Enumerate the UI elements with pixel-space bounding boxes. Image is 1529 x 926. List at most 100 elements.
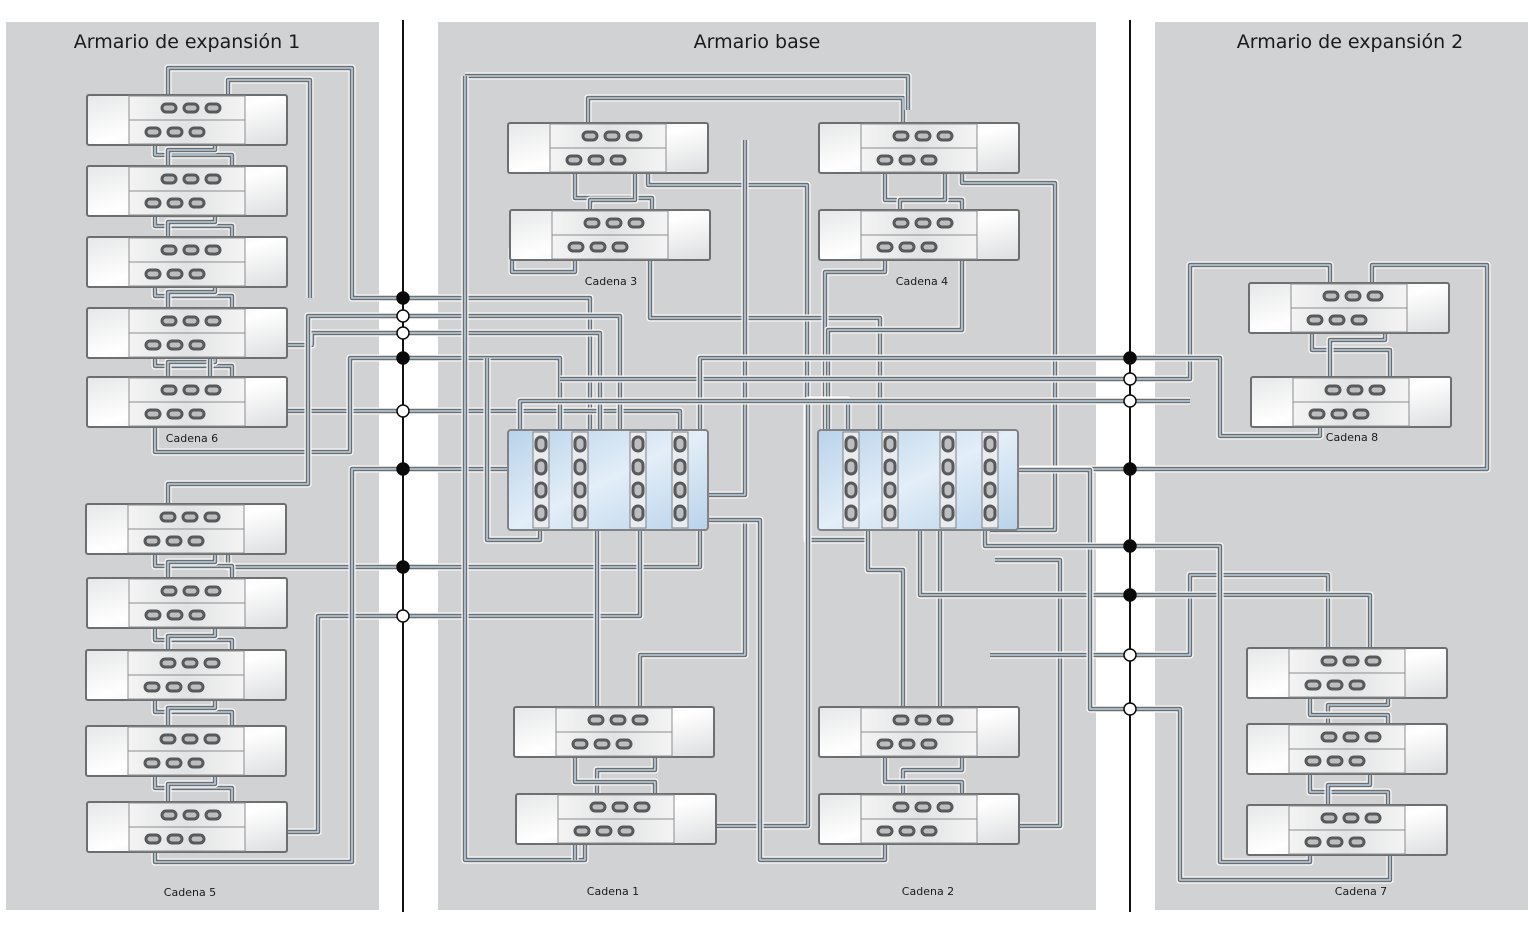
sas-cable xyxy=(995,261,1491,473)
disk-shelf xyxy=(85,503,287,555)
disk-shelf xyxy=(818,706,1020,758)
sas-port xyxy=(914,714,932,726)
hba-port xyxy=(983,481,997,499)
sas-port xyxy=(936,130,954,142)
hba-port xyxy=(631,481,645,499)
disk-shelf xyxy=(1246,804,1448,856)
connector-open xyxy=(396,309,410,323)
sas-port xyxy=(204,809,222,821)
cabinet-title: Armario de expansión 2 xyxy=(1237,31,1464,53)
hba-port xyxy=(673,458,687,476)
sas-port xyxy=(611,801,629,813)
sas-port xyxy=(166,339,184,351)
sas-port xyxy=(892,217,910,229)
sas-port xyxy=(188,408,206,420)
sas-port xyxy=(627,217,645,229)
hba-port xyxy=(534,481,548,499)
hba-port xyxy=(573,458,587,476)
disk-shelf xyxy=(818,122,1020,174)
sas-port xyxy=(187,535,205,547)
sas-port xyxy=(1342,655,1360,667)
hba-port xyxy=(941,458,955,476)
sas-port xyxy=(920,241,938,253)
sas-port xyxy=(920,154,938,166)
sas-port xyxy=(159,511,177,523)
hba-port xyxy=(844,458,858,476)
sas-port xyxy=(1320,731,1338,743)
sas-port xyxy=(188,197,206,209)
sas-port xyxy=(1342,812,1360,824)
sas-port xyxy=(567,241,585,253)
chain-label: Cadena 1 xyxy=(587,885,639,898)
sas-port xyxy=(876,241,894,253)
sas-port xyxy=(204,102,222,114)
sas-port xyxy=(144,126,162,138)
hba-port xyxy=(844,481,858,499)
sas-port xyxy=(1308,408,1326,420)
hba-port xyxy=(883,458,897,476)
connector-filled xyxy=(1123,539,1137,553)
hba-port xyxy=(673,435,687,453)
sas-port xyxy=(1348,755,1366,767)
sas-port xyxy=(1364,655,1382,667)
connector-filled xyxy=(1123,588,1137,602)
sas-port xyxy=(182,102,200,114)
sas-port xyxy=(892,130,910,142)
sas-port xyxy=(187,757,205,769)
hba-port xyxy=(941,481,955,499)
sas-port xyxy=(182,173,200,185)
sas-port xyxy=(166,408,184,420)
sas-port xyxy=(159,733,177,745)
hba-port xyxy=(883,481,897,499)
hba-port xyxy=(534,435,548,453)
sas-port xyxy=(166,833,184,845)
sas-port xyxy=(188,339,206,351)
hba-port xyxy=(673,504,687,522)
controllers xyxy=(507,429,1019,531)
sas-port xyxy=(165,757,183,769)
sas-port xyxy=(1364,731,1382,743)
sas-port xyxy=(936,217,954,229)
sas-cable xyxy=(1308,320,1394,390)
sas-port xyxy=(1320,655,1338,667)
hba-port xyxy=(883,435,897,453)
sas-port xyxy=(589,241,607,253)
connector-open xyxy=(396,326,410,340)
sas-port xyxy=(1322,290,1340,302)
sas-port xyxy=(143,535,161,547)
sas-cable xyxy=(995,466,1394,884)
sas-port xyxy=(204,384,222,396)
sas-port xyxy=(204,244,222,256)
sas-port xyxy=(1326,679,1344,691)
hba-port xyxy=(941,504,955,522)
sas-port xyxy=(1364,812,1382,824)
disk-shelf xyxy=(86,236,288,288)
sas-port xyxy=(160,244,178,256)
sas-port xyxy=(876,825,894,837)
disk-shelf xyxy=(86,165,288,217)
sas-cable xyxy=(151,465,545,866)
disk-shelves xyxy=(85,94,1452,856)
chain-label: Cadena 5 xyxy=(164,886,216,899)
connectors xyxy=(396,291,1137,716)
sas-port xyxy=(914,217,932,229)
sas-port xyxy=(160,384,178,396)
chain-label: Cadena 8 xyxy=(1326,431,1378,444)
sas-port xyxy=(914,801,932,813)
sas-port xyxy=(593,738,611,750)
sas-port xyxy=(936,714,954,726)
hba-port xyxy=(941,435,955,453)
disk-shelf xyxy=(1246,723,1448,775)
sas-port xyxy=(565,154,583,166)
sas-port xyxy=(203,511,221,523)
sas-port xyxy=(165,535,183,547)
sas-port xyxy=(898,825,916,837)
sas-port xyxy=(166,126,184,138)
sas-port xyxy=(160,315,178,327)
hba-port xyxy=(983,435,997,453)
sas-port xyxy=(160,173,178,185)
hba-port xyxy=(844,435,858,453)
hba-port xyxy=(534,458,548,476)
sas-port xyxy=(617,825,635,837)
